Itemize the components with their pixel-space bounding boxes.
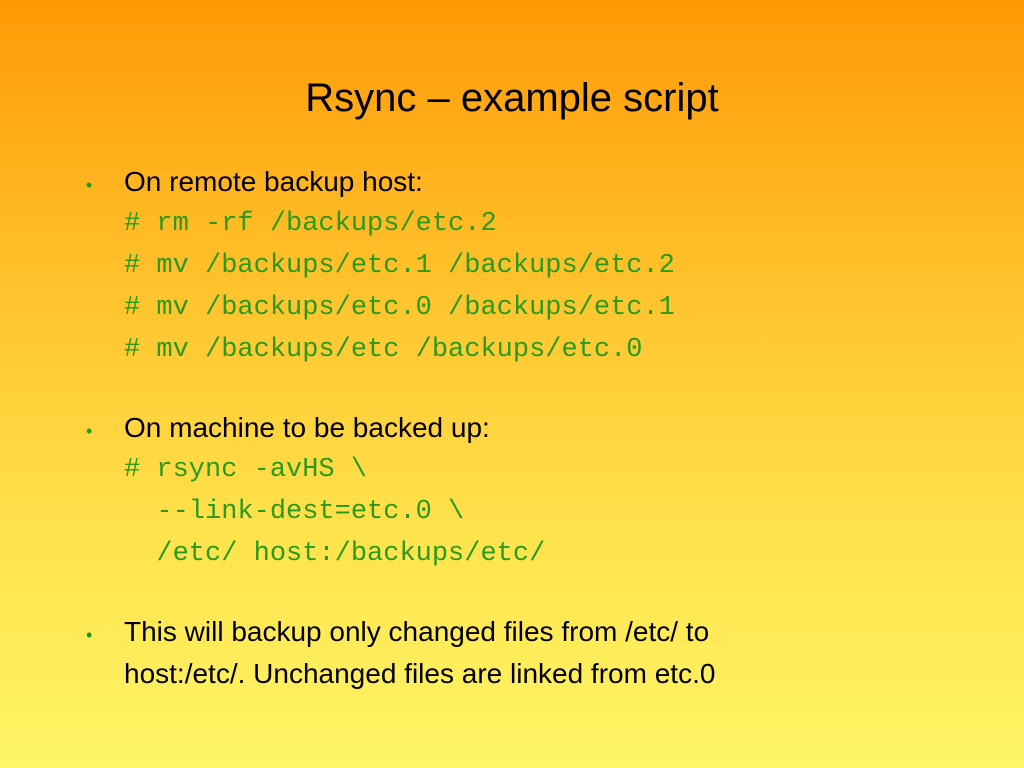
code-line: --link-dest=etc.0 \ [124,497,465,527]
slide-title: Rsync – example script [305,76,719,120]
code-line: # rsync -avHS \ [124,455,368,485]
bullet-summary: • This will backup only changed files fr… [86,611,986,695]
bullet-text: host:/etc/. Unchanged files are linked f… [124,658,716,689]
bullet-marker: • [86,175,93,195]
bullet-text: This will backup only changed files from… [124,616,710,647]
bullet-text: On remote backup host: [124,166,423,197]
bullet-marker: • [86,421,93,441]
bullet-marker: • [86,625,93,645]
bullet-remote-host: • On remote backup host: # rm -rf /backu… [86,161,986,371]
bullet-text: On machine to be backed up: [124,412,490,443]
code-line: /etc/ host:/backups/etc/ [124,539,546,569]
code-line: # mv /backups/etc.0 /backups/etc.1 [124,293,675,323]
code-line: # rm -rf /backups/etc.2 [124,209,497,239]
bullet-list: • On remote backup host: # rm -rf /backu… [86,161,986,731]
bullet-backup-machine: • On machine to be backed up: # rsync -a… [86,407,986,575]
code-line: # mv /backups/etc /backups/etc.0 [124,335,643,365]
code-line: # mv /backups/etc.1 /backups/etc.2 [124,251,675,281]
